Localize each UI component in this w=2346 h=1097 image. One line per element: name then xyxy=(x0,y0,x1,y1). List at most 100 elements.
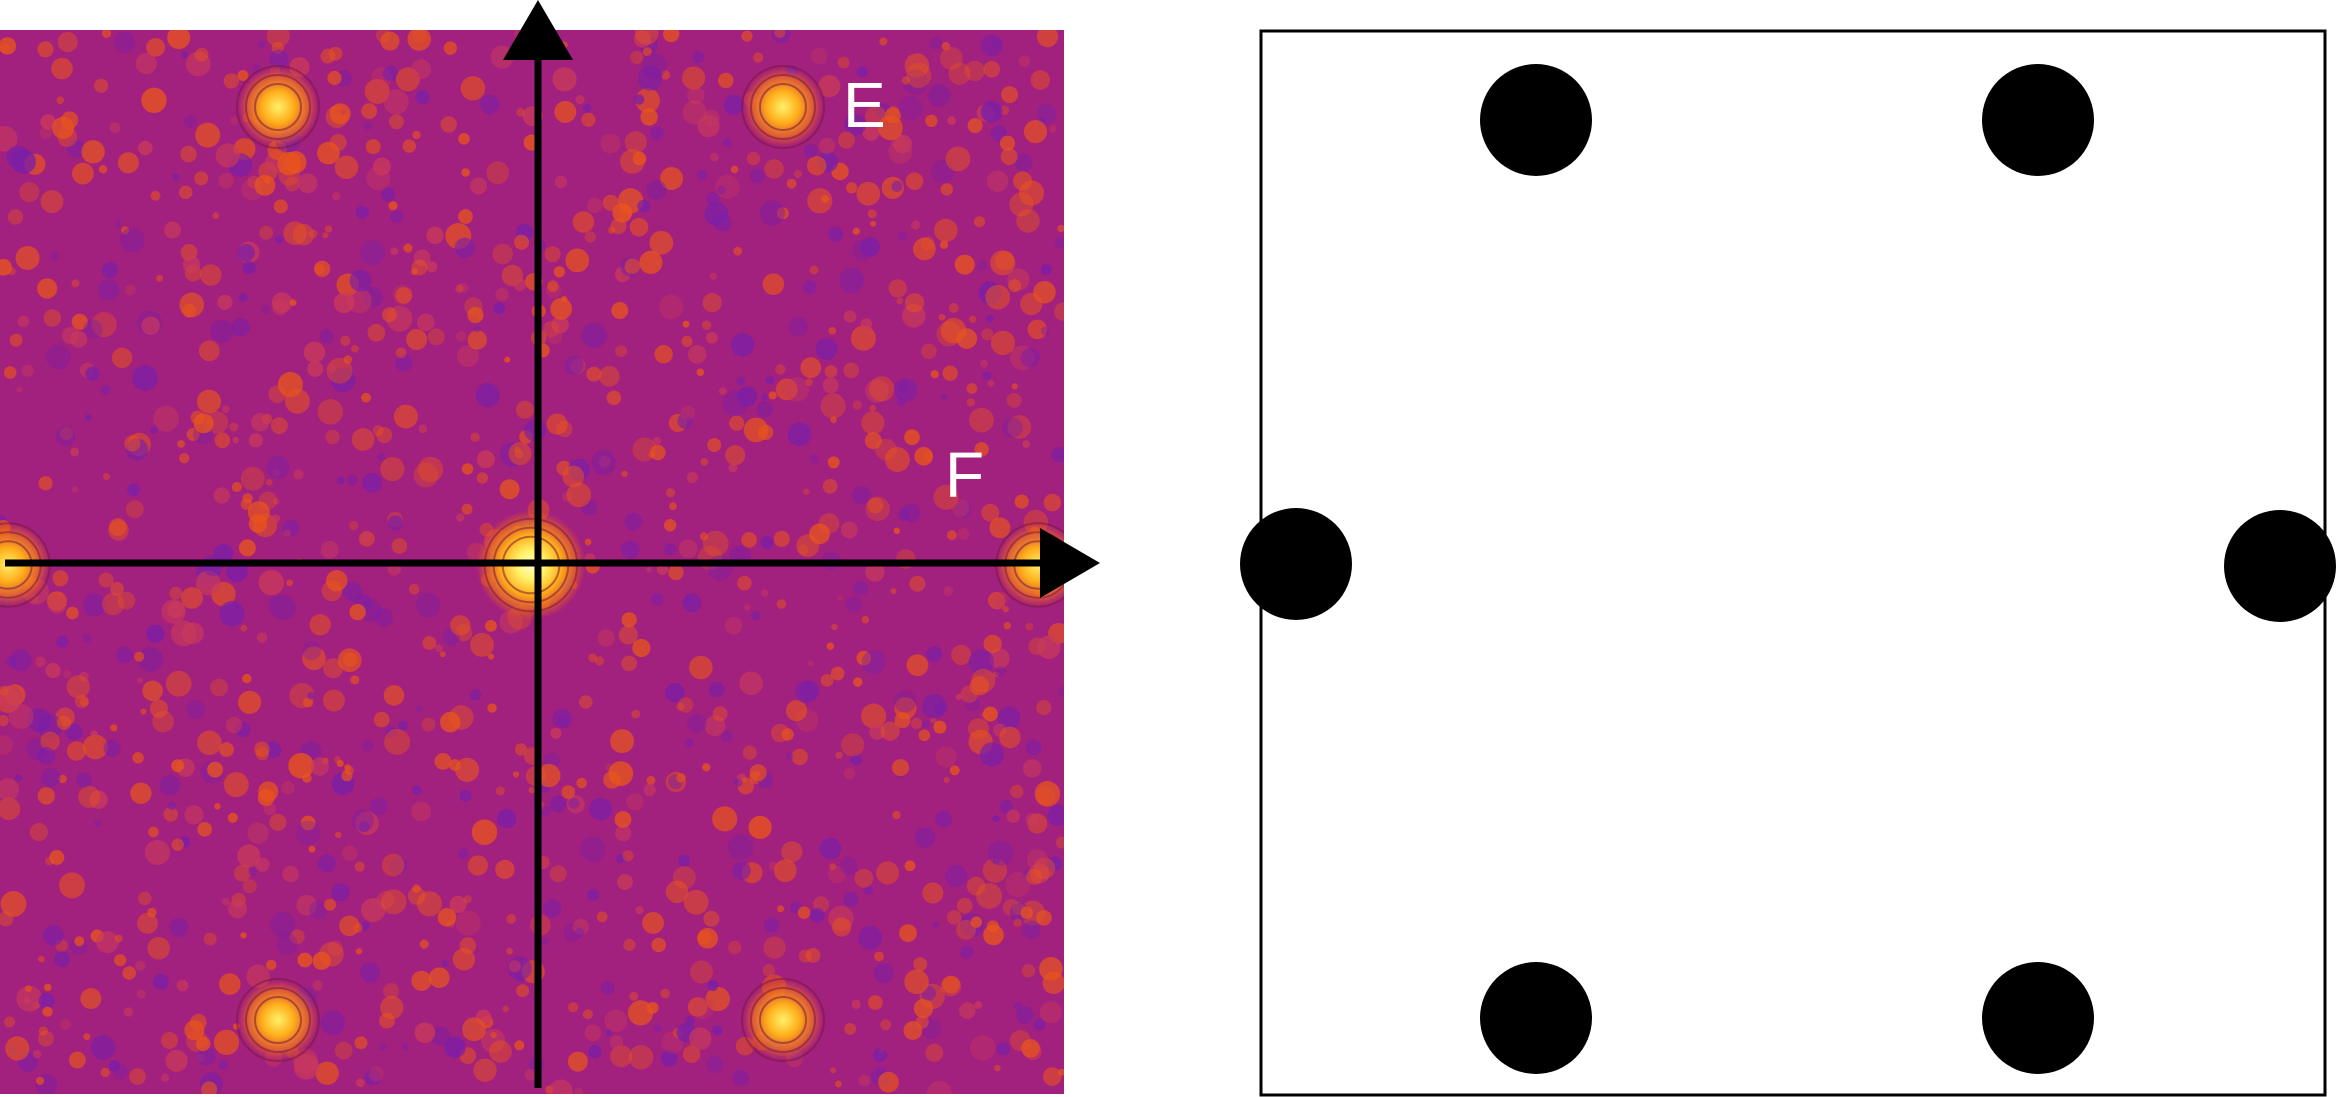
speckle xyxy=(1020,906,1033,919)
speckle xyxy=(901,76,911,85)
speckle xyxy=(572,211,595,233)
speckle xyxy=(467,855,488,876)
speckle xyxy=(308,229,318,239)
peak-ring xyxy=(759,996,807,1044)
speckle xyxy=(681,335,693,347)
speckle xyxy=(377,452,386,462)
speckle xyxy=(219,601,245,627)
speckle xyxy=(434,753,452,770)
speckle xyxy=(70,330,88,348)
speckle xyxy=(550,727,562,739)
speckle xyxy=(604,1009,628,1033)
speckle xyxy=(457,848,469,859)
speckle xyxy=(568,1002,579,1013)
speckle xyxy=(417,313,435,332)
speckle xyxy=(1049,125,1057,133)
speckle xyxy=(660,988,671,999)
speckle xyxy=(820,674,834,687)
speckle xyxy=(1011,383,1018,390)
speckle xyxy=(443,41,458,55)
speckle xyxy=(203,932,217,946)
speckle xyxy=(699,532,709,541)
speckle xyxy=(331,883,350,902)
speckle xyxy=(717,185,726,195)
speckle xyxy=(914,447,933,466)
speckle xyxy=(42,1006,53,1017)
speckle xyxy=(574,1087,584,1094)
speckle xyxy=(932,921,939,928)
speckle xyxy=(284,388,310,414)
speckle xyxy=(568,797,580,809)
speckle xyxy=(119,227,145,253)
speckle xyxy=(363,121,373,130)
speckle xyxy=(707,980,719,992)
speckle xyxy=(851,485,871,505)
speckle xyxy=(343,355,353,364)
speckle xyxy=(358,821,370,833)
speckle xyxy=(902,69,928,95)
speckle xyxy=(751,610,762,621)
speckle xyxy=(27,708,51,732)
speckle xyxy=(633,30,652,48)
speckle xyxy=(300,815,316,831)
speckle xyxy=(788,317,809,337)
speckle xyxy=(697,115,720,138)
speckle xyxy=(992,857,1000,865)
speckle xyxy=(75,694,89,709)
speckle xyxy=(552,67,577,92)
speckle xyxy=(362,472,383,493)
speckle xyxy=(21,364,34,377)
speckle xyxy=(643,783,656,797)
speckle xyxy=(888,279,907,298)
speckle xyxy=(852,400,862,410)
speckle xyxy=(549,795,567,813)
speckle xyxy=(610,729,635,754)
speckle xyxy=(749,168,765,184)
speckle xyxy=(90,1035,116,1060)
speckle xyxy=(38,1030,54,1047)
speckle xyxy=(668,564,684,581)
speckle xyxy=(458,282,469,293)
speckle xyxy=(71,486,79,493)
speckle xyxy=(380,31,400,51)
speckle xyxy=(1055,836,1064,849)
speckle xyxy=(132,752,144,764)
speckle xyxy=(195,122,221,148)
speckle xyxy=(553,266,565,278)
speckle xyxy=(591,450,616,475)
speckle xyxy=(98,572,114,588)
speckle xyxy=(470,689,482,701)
speckle xyxy=(628,1045,654,1070)
speckle xyxy=(956,897,973,914)
speckle xyxy=(412,884,421,893)
speckle xyxy=(45,662,61,679)
speckle xyxy=(240,498,253,510)
speckle xyxy=(665,683,685,703)
speckle xyxy=(760,535,774,550)
speckle xyxy=(319,329,334,344)
speckle xyxy=(85,366,100,381)
speckle xyxy=(268,596,278,605)
speckle xyxy=(487,703,497,713)
speckle xyxy=(999,726,1021,749)
speckle xyxy=(70,447,80,457)
speckle xyxy=(589,797,613,821)
speckle xyxy=(94,819,102,827)
speckle xyxy=(528,787,535,794)
speckle xyxy=(1054,237,1064,248)
speckle xyxy=(1057,224,1064,233)
speckle xyxy=(512,771,520,778)
speckle xyxy=(956,919,976,940)
speckle xyxy=(101,261,119,279)
speckle xyxy=(1020,292,1043,316)
speckle xyxy=(654,345,673,364)
speckle xyxy=(380,457,405,482)
speckle xyxy=(971,668,996,693)
speckle xyxy=(130,782,152,804)
speckle xyxy=(137,912,158,934)
speckle xyxy=(723,138,732,148)
speckle xyxy=(7,209,24,225)
speckle xyxy=(929,36,942,50)
speckle xyxy=(601,981,615,995)
speckle xyxy=(729,415,745,431)
